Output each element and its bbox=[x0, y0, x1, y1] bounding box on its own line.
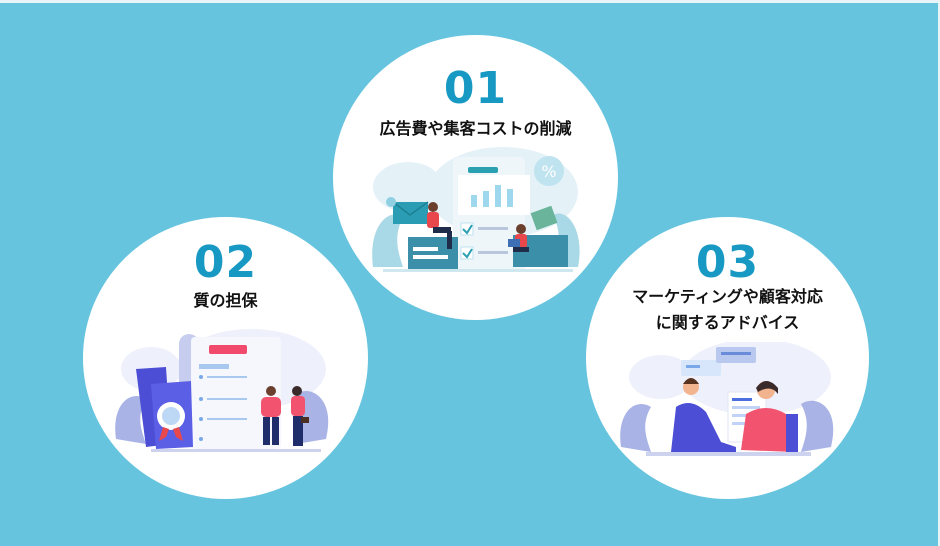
consultation-illustration-icon bbox=[620, 342, 834, 456]
feature-number: 03 bbox=[695, 237, 760, 288]
feature-card-01: 01 広告費や集客コストの削減 % bbox=[333, 35, 618, 320]
analytics-illustration-icon: % bbox=[372, 147, 580, 272]
feature-number: 01 bbox=[443, 63, 508, 114]
feature-title-line-1: マーケティングや顧客対応 bbox=[632, 287, 823, 306]
feature-title-line-2: に関するアドバイス bbox=[655, 313, 800, 332]
certificate-illustration-icon bbox=[115, 329, 329, 452]
feature-title: 質の担保 bbox=[193, 291, 258, 310]
feature-card-02: 02 質の担保 bbox=[83, 217, 368, 499]
feature-number: 02 bbox=[193, 237, 258, 288]
feature-title: 広告費や集客コストの削減 bbox=[379, 119, 572, 138]
feature-card-03: 03 マーケティングや顧客対応 に関するアドバイス bbox=[586, 217, 869, 499]
svg-text:%: % bbox=[541, 162, 556, 181]
